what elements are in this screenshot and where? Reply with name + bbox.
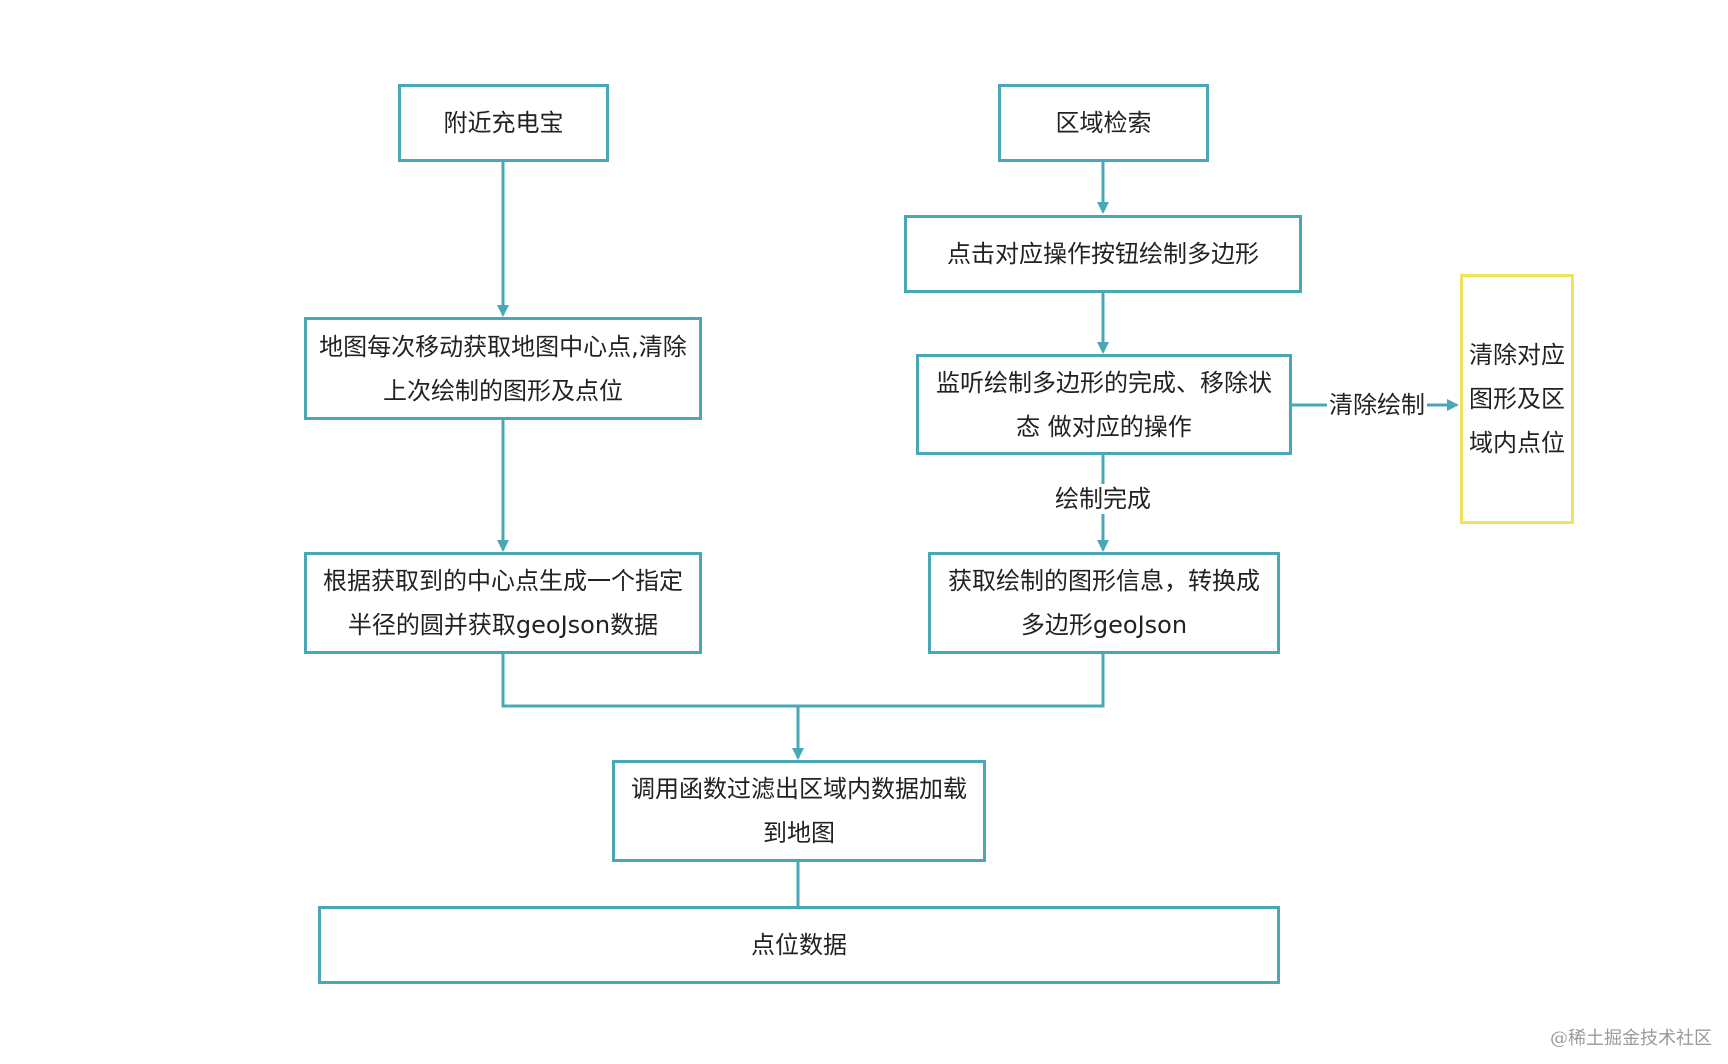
node-nearby-power-bank: 附近充电宝 xyxy=(398,84,609,162)
node-listen-draw-complete-text: 监听绘制多边形的完成、移除状态 做对应的操作 xyxy=(936,368,1272,441)
node-circle-geojson-text: 根据获取到的中心点生成一个指定半径的圆并获取geoJson数据 xyxy=(323,567,683,639)
node-nearby-power-bank-text: 附近充电宝 xyxy=(443,109,564,137)
node-polygon-geojson: 获取绘制的图形信息，转换成多边形geoJson xyxy=(928,552,1280,654)
node-circle-geojson: 根据获取到的中心点生成一个指定半径的圆并获取geoJson数据 xyxy=(304,552,702,654)
node-map-move-center-text: 地图每次移动获取地图中心点,清除上次绘制的图形及点位 xyxy=(319,332,687,405)
node-area-search: 区域检索 xyxy=(998,84,1209,162)
edge-label-clear-draw: 清除绘制 xyxy=(1327,390,1427,420)
node-filter-load-map-text: 调用函数过滤出区域内数据加载到地图 xyxy=(631,775,967,847)
node-point-data: 点位数据 xyxy=(318,906,1280,984)
node-clear-shapes-points: 清除对应图形及区域内点位 xyxy=(1460,274,1574,524)
node-area-search-text: 区域检索 xyxy=(1055,109,1152,137)
node-click-draw-polygon-text: 点击对应操作按钮绘制多边形 xyxy=(947,240,1259,268)
watermark: @稀土掘金技术社区 xyxy=(1550,1028,1712,1049)
node-click-draw-polygon: 点击对应操作按钮绘制多边形 xyxy=(904,215,1302,293)
edge-label-draw-complete: 绘制完成 xyxy=(1053,484,1153,514)
node-map-move-center: 地图每次移动获取地图中心点,清除上次绘制的图形及点位 xyxy=(304,317,702,420)
node-filter-load-map: 调用函数过滤出区域内数据加载到地图 xyxy=(612,760,986,862)
node-polygon-geojson-text: 获取绘制的图形信息，转换成多边形geoJson xyxy=(948,567,1260,639)
edge-merge xyxy=(501,654,1105,708)
node-clear-shapes-points-text: 清除对应图形及区域内点位 xyxy=(1469,341,1565,457)
node-listen-draw-complete: 监听绘制多边形的完成、移除状态 做对应的操作 xyxy=(916,354,1292,455)
node-point-data-text: 点位数据 xyxy=(751,931,847,959)
